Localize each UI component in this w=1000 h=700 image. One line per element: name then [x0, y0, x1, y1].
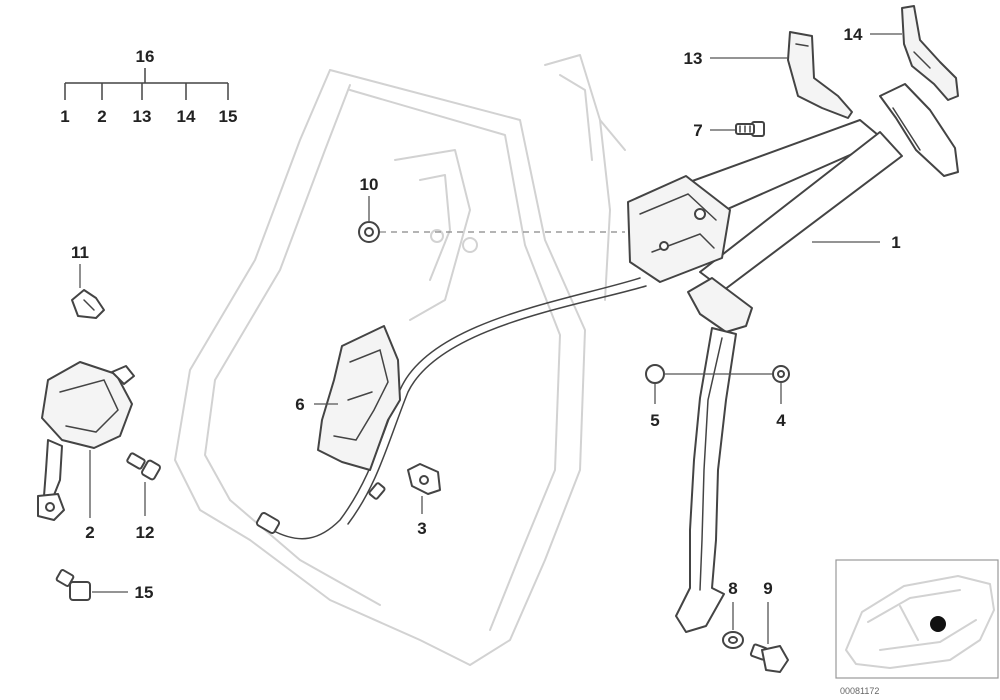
part-12-bolt	[126, 452, 161, 481]
kit-child-1: 1	[60, 107, 69, 126]
kit-child-13: 13	[133, 107, 152, 126]
part-7-bolt	[735, 121, 765, 137]
kit-child-2: 2	[97, 107, 106, 126]
callout-4: 4	[776, 411, 786, 430]
part-8-spacer-ring	[722, 631, 744, 649]
reference-code: 00081172	[840, 686, 879, 696]
vehicle-locator-inset	[835, 559, 999, 679]
kit-child-14: 14	[177, 107, 196, 126]
cable-connector	[255, 512, 281, 534]
callout-12: 12	[136, 523, 155, 542]
callout-15: 15	[135, 583, 154, 602]
kit-child-15: 15	[219, 107, 238, 126]
callout-1: 1	[891, 233, 900, 252]
callout-10: 10	[360, 175, 379, 194]
callout-5: 5	[650, 411, 659, 430]
callout-2: 2	[85, 523, 94, 542]
part-10-grommet	[358, 221, 380, 243]
callout-11: 11	[71, 243, 89, 262]
callout-9: 9	[763, 579, 772, 598]
callout-3: 3	[417, 519, 426, 538]
part-6-bracket	[317, 325, 401, 471]
part-14-cover-cap	[901, 5, 959, 101]
part-9-anchor-bolt	[749, 643, 789, 673]
cable-sleeve	[368, 482, 386, 500]
callout-7: 7	[693, 121, 702, 140]
callout-8: 8	[728, 579, 737, 598]
part-5-cap	[645, 364, 665, 384]
part-11-screw	[71, 289, 105, 319]
part-4-washer	[772, 365, 790, 383]
callout-6: 6	[295, 395, 304, 414]
part-13-trim-cover	[787, 31, 853, 119]
seat-frame-outline	[174, 54, 626, 666]
part-15-bolt	[55, 569, 91, 601]
kit-tree: 16 1 2 13 14 15	[60, 47, 237, 126]
callout-14: 14	[844, 25, 863, 44]
part-3-clip	[407, 463, 441, 495]
location-marker	[930, 616, 946, 632]
cable-inner	[347, 285, 647, 525]
callout-13: 13	[684, 49, 703, 68]
part-1-seat-belt	[627, 83, 959, 633]
part-2-belt-buckle	[37, 361, 135, 521]
callout-16: 16	[136, 47, 155, 66]
